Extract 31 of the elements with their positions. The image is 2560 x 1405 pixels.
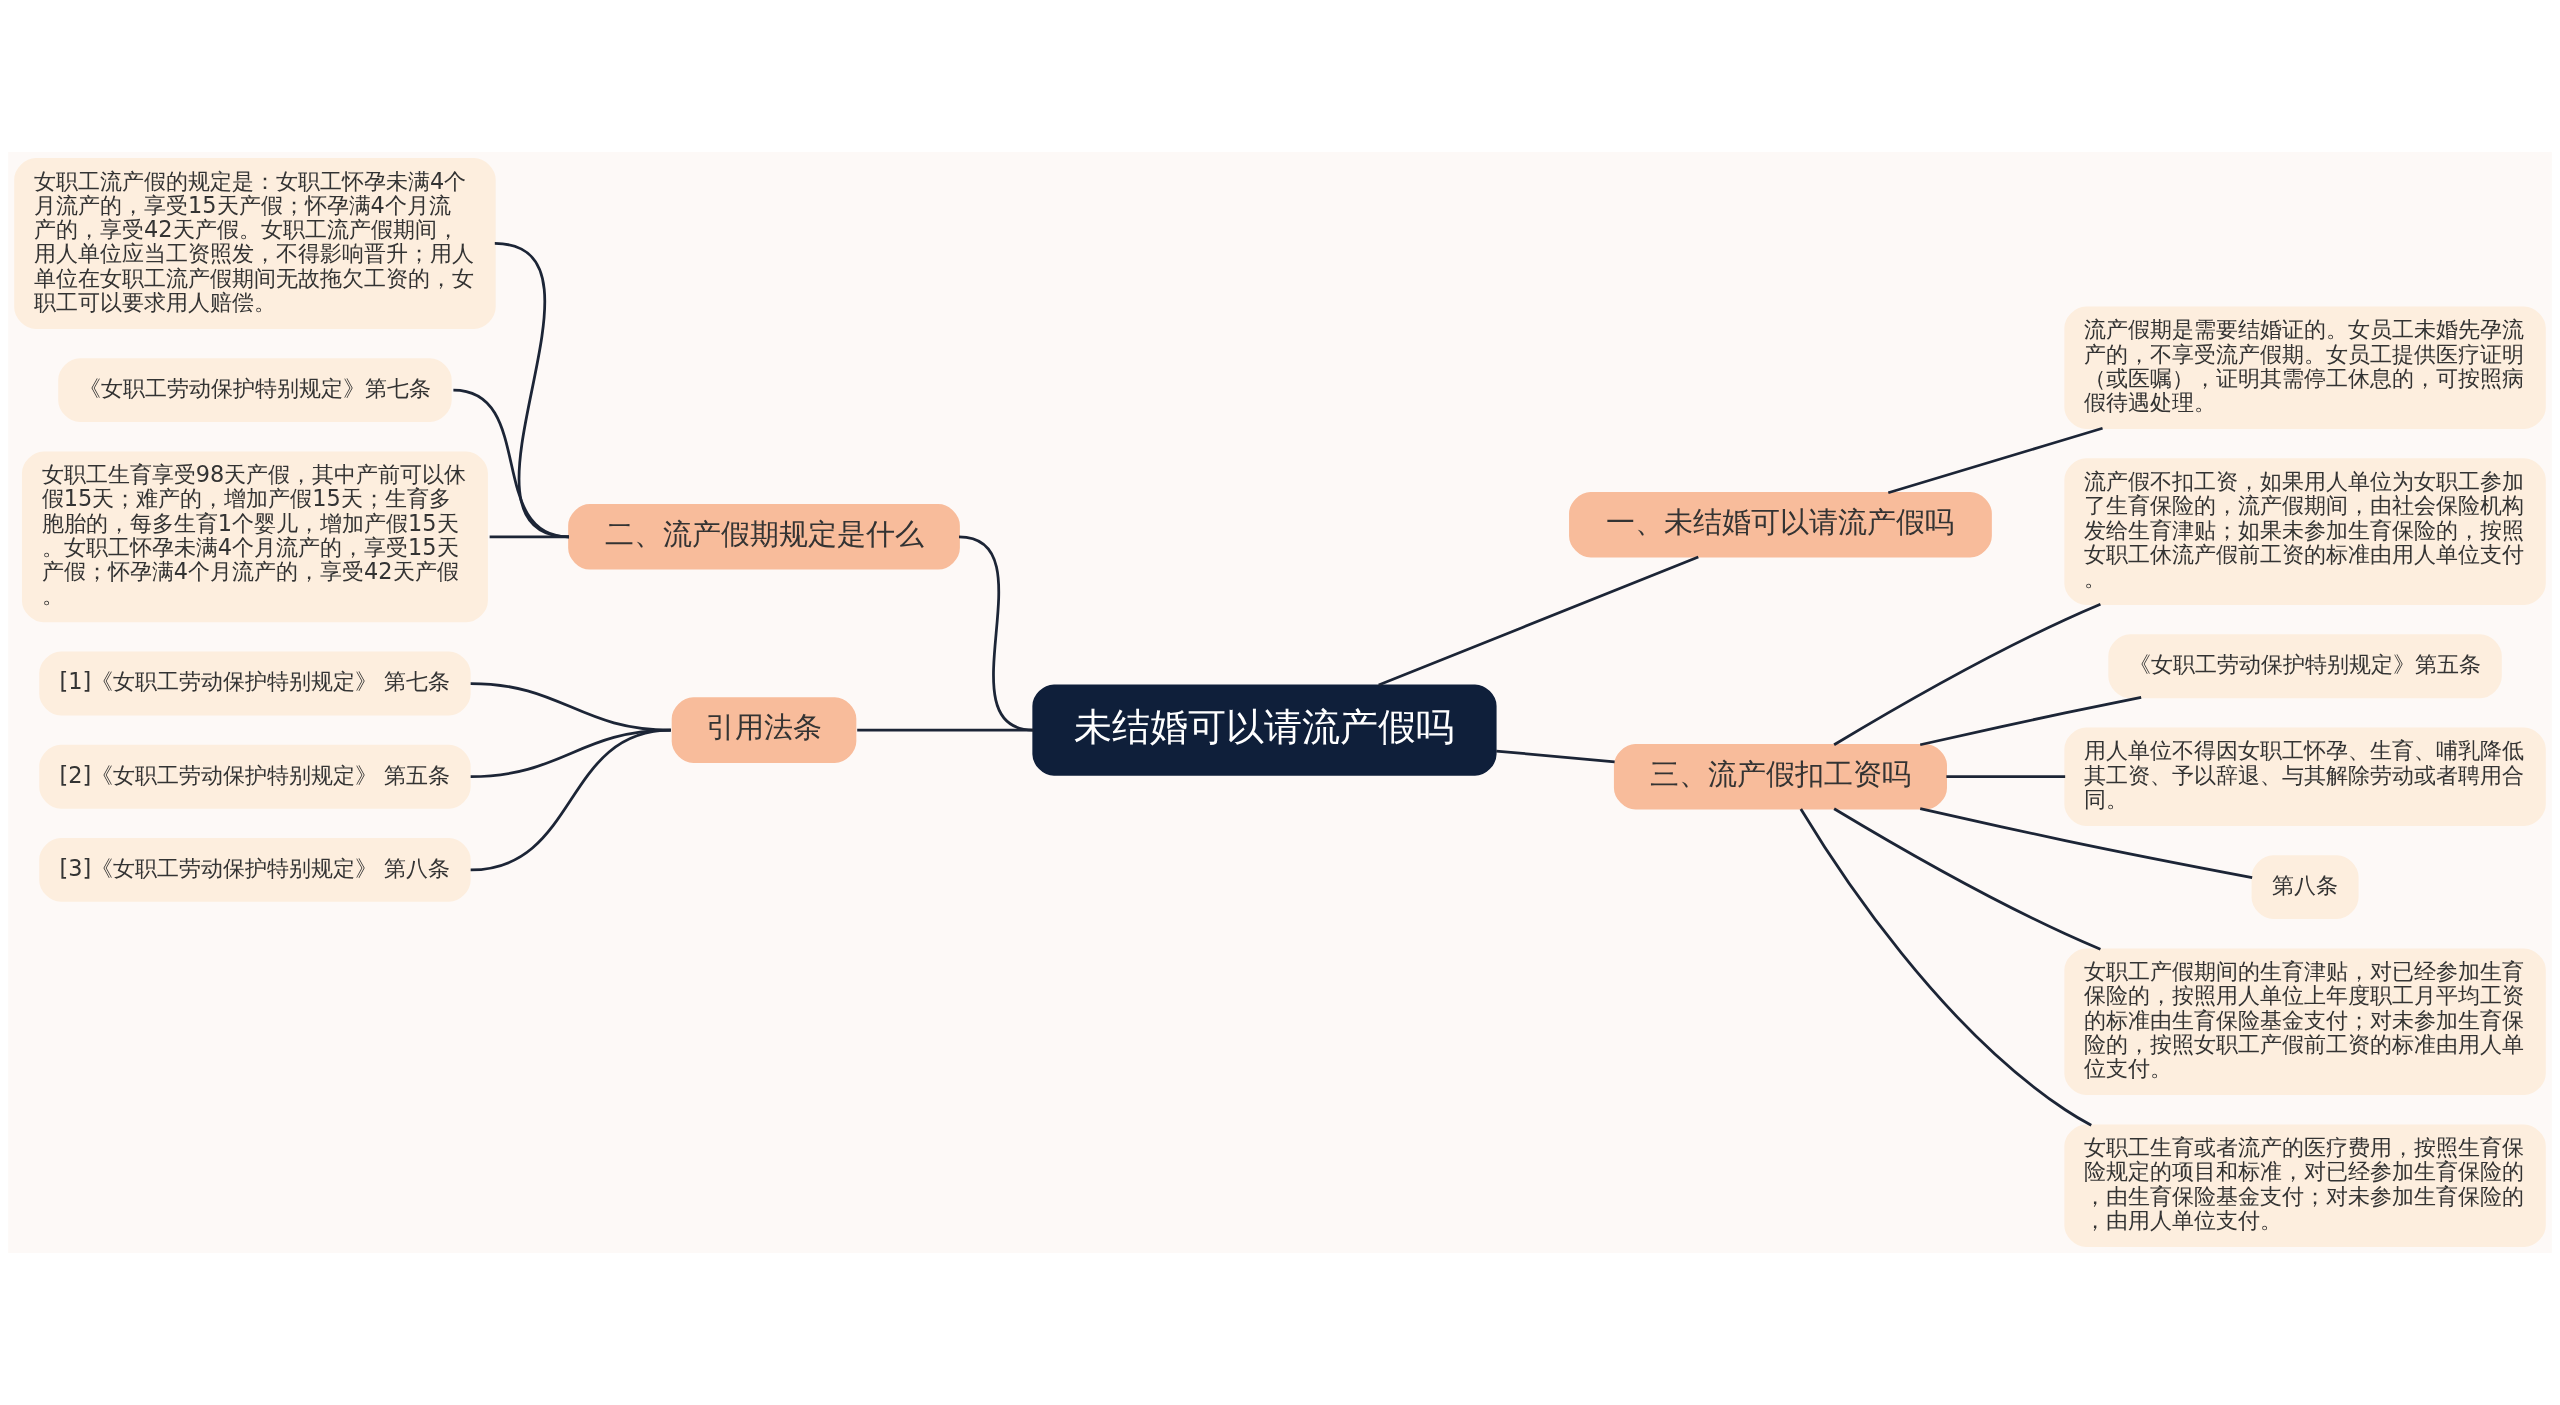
connector xyxy=(489,535,569,539)
node-box: 一、未结婚可以请流产假吗 xyxy=(1569,491,1992,558)
node-box: 女职工产假期间的生育津贴，对已经参加生育保险的，按照用人单位上年度职工月平均工资的标准由生育保险基金支付；对未参加生育保险的，按照女职工产假前工资的标准由用人单位支付。 xyxy=(2064,948,2546,1096)
connector xyxy=(1946,775,2066,779)
node-box: 用人单位不得因女职工怀孕、生育、哺乳降低其工资、予以辞退、与其解除劳动或者聘用合同。 xyxy=(2064,727,2546,826)
node-box: 女职工流产假的规定是：女职工怀孕未满4个月流产的，享受15天产假；怀孕满4个月流产的，享受42天产假。女职工流产假期间，用人单位应当工资照发，不得影响晋升；用人单位在女职工流产假期间无故拖欠工资的，女职工可以要求用人赔偿。 xyxy=(14,158,496,329)
node-box: 三、流产假扣工资吗 xyxy=(1613,743,1947,810)
node-box: 二、流产假期规定是什么 xyxy=(568,504,960,570)
connector xyxy=(1833,807,2101,951)
node-box: [1]《女职工劳动保护特别规定》 第七条 xyxy=(39,651,471,716)
connector xyxy=(857,728,1034,732)
connector xyxy=(1378,555,1699,687)
node-box: [3]《女职工劳动保护特别规定》 第八条 xyxy=(39,837,471,902)
connector xyxy=(1496,749,1615,764)
connector xyxy=(1799,808,2092,1127)
node-box: 引用法条 xyxy=(671,697,857,763)
connector xyxy=(1919,696,2142,747)
node-box: 未结婚可以请流产假吗 xyxy=(1032,684,1497,776)
node-box: [2]《女职工劳动保护特别规定》 第五条 xyxy=(39,744,471,809)
connector xyxy=(1919,807,2253,879)
connector xyxy=(1833,602,2101,746)
node-box: 第八条 xyxy=(2251,855,2359,920)
node-box: 《女职工劳动保护特别规定》第七条 xyxy=(58,358,452,423)
node-box: 流产假不扣工资，如果用人单位为女职工参加了生育保险的，流产假期间，由社会保险机构发给生育津贴；如果未参加生育保险的，按照女职工休流产假前工资的标准由用人单位支付。 xyxy=(2064,458,2546,605)
connector xyxy=(453,388,570,539)
connector xyxy=(1887,426,2103,495)
node-box: 《女职工劳动保护特别规定》第五条 xyxy=(2108,634,2502,699)
node-box: 流产假期是需要结婚证的。女员工未婚先孕流产的，不享受流产假期。女员工提供医疗证明（或医嘱），证明其需停工休息的，可按照病假待遇处理。 xyxy=(2064,306,2546,429)
node-box: 女职工生育或者流产的医疗费用，按照生育保险规定的项目和标准，对已经参加生育保险的，由生育保险基金支付；对未参加生育保险的，由用人单位支付。 xyxy=(2064,1124,2546,1247)
connector xyxy=(470,728,671,872)
node-box: 女职工生育享受98天产假，其中产前可以休假15天；难产的，增加产假15天；生育多胞胎的，每多生育1个婴儿，增加产假15天。女职工怀孕未满4个月流产的，享受15天产假；怀孕满4个月流产的，享受42天产假。 xyxy=(21,451,488,623)
